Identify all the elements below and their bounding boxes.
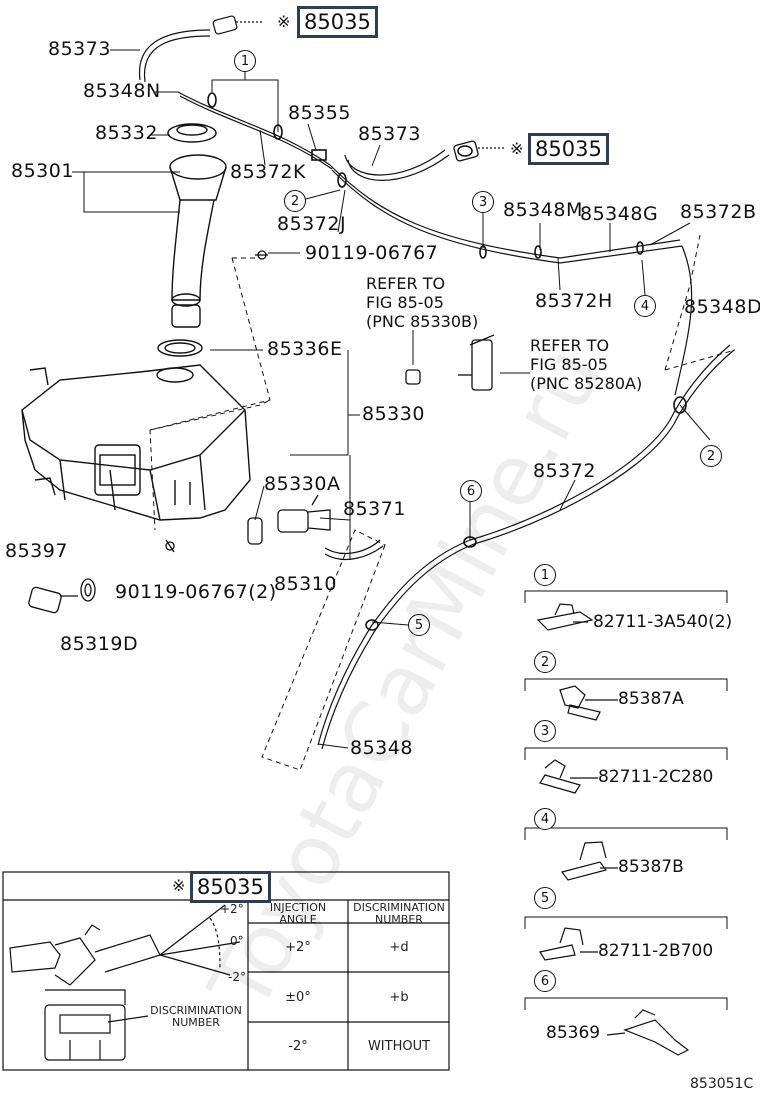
- inset-panel: [2, 871, 450, 1071]
- table-cell: ±0°: [285, 990, 311, 1005]
- clip-separators: [524, 590, 728, 1010]
- refer-note: REFER TO FIG 85-05 (PNC 85280A): [530, 336, 643, 393]
- part-label: 85301: [11, 160, 74, 182]
- clip-number: 5: [534, 887, 556, 909]
- hoses: [139, 29, 735, 750]
- callout-circle: 4: [634, 295, 656, 317]
- part-label: 85372: [533, 460, 596, 482]
- clip-number: 1: [534, 564, 556, 586]
- clip-part-label: 85387B: [618, 857, 684, 877]
- washer-tank: [21, 364, 251, 521]
- boxed-code-right: 85035: [528, 133, 609, 165]
- callout-circle: 1: [234, 50, 256, 72]
- table-cell: +2°: [285, 940, 311, 955]
- table-header: INJECTION ANGLE: [269, 901, 327, 926]
- angle-label: +2°: [220, 902, 244, 916]
- dashed-guides: [149, 234, 736, 771]
- part-label: 85372K: [230, 161, 306, 183]
- clip-number: 4: [534, 808, 556, 830]
- figure-code: 853051C: [690, 1076, 754, 1092]
- callout-circle: 2: [700, 445, 722, 467]
- part-label: 85348M: [503, 199, 583, 221]
- callout-circle: 2: [284, 190, 306, 212]
- callout-circle: 3: [472, 191, 494, 213]
- part-label: 85372B: [680, 201, 757, 223]
- boxed-code-inset: 85035: [190, 871, 271, 903]
- part-label: 85332: [95, 122, 158, 144]
- clip-part-label: 82711-3A540(2): [593, 612, 733, 632]
- part-label: 85310: [274, 573, 337, 595]
- clip-part-label: 82711-2C280: [598, 767, 714, 787]
- clip-drawings: [536, 603, 690, 1056]
- callout-circle: 6: [460, 480, 482, 502]
- part-label: 85319D: [60, 633, 139, 655]
- part-label: 85330: [362, 403, 425, 425]
- part-label: 85372J: [277, 213, 347, 235]
- part-label: 85355: [288, 102, 351, 124]
- table-cell: WITHOUT: [367, 1039, 431, 1054]
- gasket: [157, 339, 203, 357]
- angle-label: -2°: [228, 970, 246, 984]
- refer-note: REFER TO FIG 85-05 (PNC 85330B): [366, 274, 479, 331]
- inset-nozzle: [9, 904, 241, 1061]
- part-label: 85371: [343, 498, 406, 520]
- filler-neck: [167, 123, 227, 328]
- part-label: 85373: [48, 38, 111, 60]
- callout-circle: 5: [408, 614, 430, 636]
- discrimination-label: DISCRIMINATION NUMBER: [150, 1004, 242, 1029]
- part-label: 85373: [358, 123, 421, 145]
- clip-part-label: 82711-2B700: [598, 941, 714, 961]
- table-header: DISCRIMINATION NUMBER: [353, 901, 445, 926]
- part-label: 90119-06767(2): [115, 581, 277, 603]
- small-parts: [28, 140, 505, 614]
- table-cell: +d: [389, 940, 409, 955]
- boxed-code-top: 85035: [297, 6, 378, 38]
- top-nozzle: [212, 15, 262, 35]
- hose-clamps: [207, 92, 687, 631]
- clip-number: 6: [534, 970, 556, 992]
- part-label: 85348N: [83, 80, 161, 102]
- part-label: 85348: [350, 737, 413, 759]
- part-label: 85348G: [580, 203, 659, 225]
- clip-part-label: 85387A: [618, 689, 684, 709]
- clip-part-label: 85369: [546, 1023, 601, 1043]
- angle-label: 0°: [230, 934, 244, 948]
- table-cell: -2°: [288, 1039, 308, 1054]
- clip-number: 2: [534, 651, 556, 673]
- part-label: 85372H: [535, 290, 613, 312]
- part-label: 85348D: [684, 296, 760, 318]
- part-label: 85336E: [267, 338, 343, 360]
- ref-mark: ※: [510, 139, 524, 158]
- clip-number: 3: [534, 720, 556, 742]
- part-label: 85330A: [264, 473, 341, 495]
- part-label: 85397: [5, 540, 68, 562]
- part-label: 90119-06767: [305, 242, 439, 264]
- ref-mark: ※: [277, 12, 291, 31]
- table-cell: +b: [389, 990, 409, 1005]
- ref-mark: ※: [172, 876, 186, 895]
